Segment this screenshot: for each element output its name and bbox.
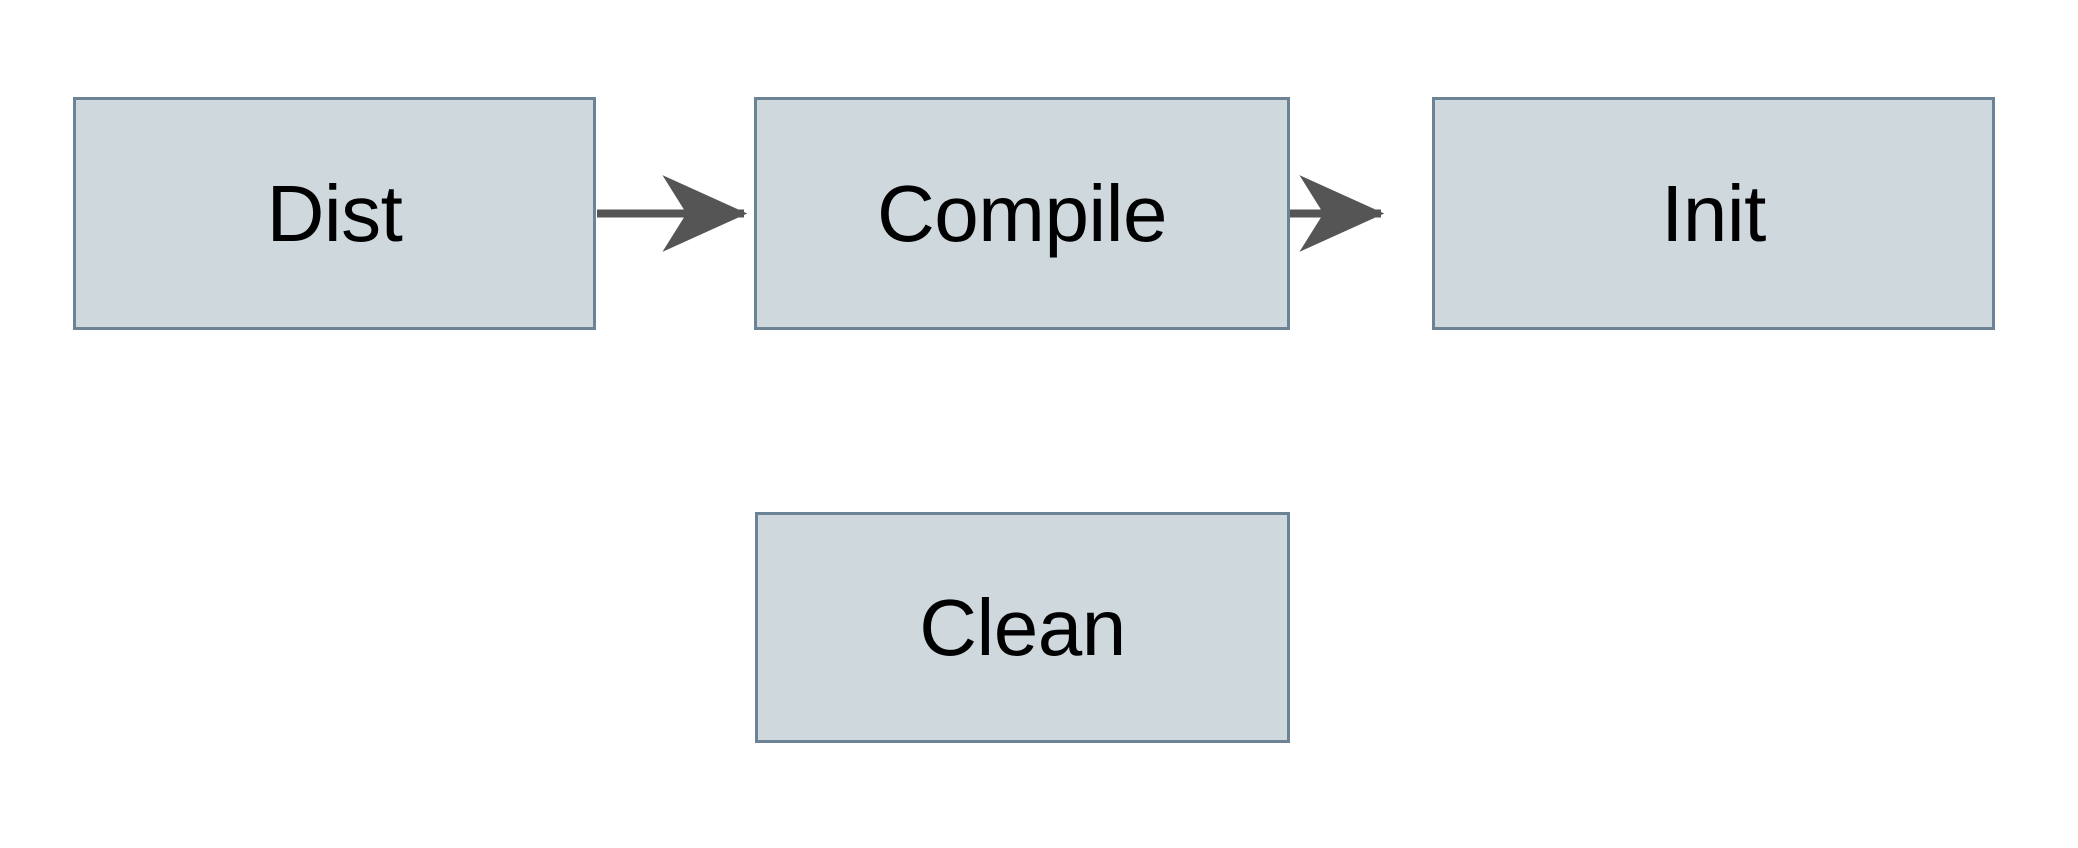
node-compile-label: Compile xyxy=(877,168,1167,258)
node-dist-label: Dist xyxy=(266,168,403,258)
node-init-label: Init xyxy=(1661,168,1766,258)
node-compile[interactable]: Compile xyxy=(754,97,1290,330)
node-clean-label: Clean xyxy=(919,582,1126,672)
node-dist[interactable]: Dist xyxy=(73,97,596,330)
node-clean[interactable]: Clean xyxy=(755,512,1290,743)
node-init[interactable]: Init xyxy=(1432,97,1995,330)
